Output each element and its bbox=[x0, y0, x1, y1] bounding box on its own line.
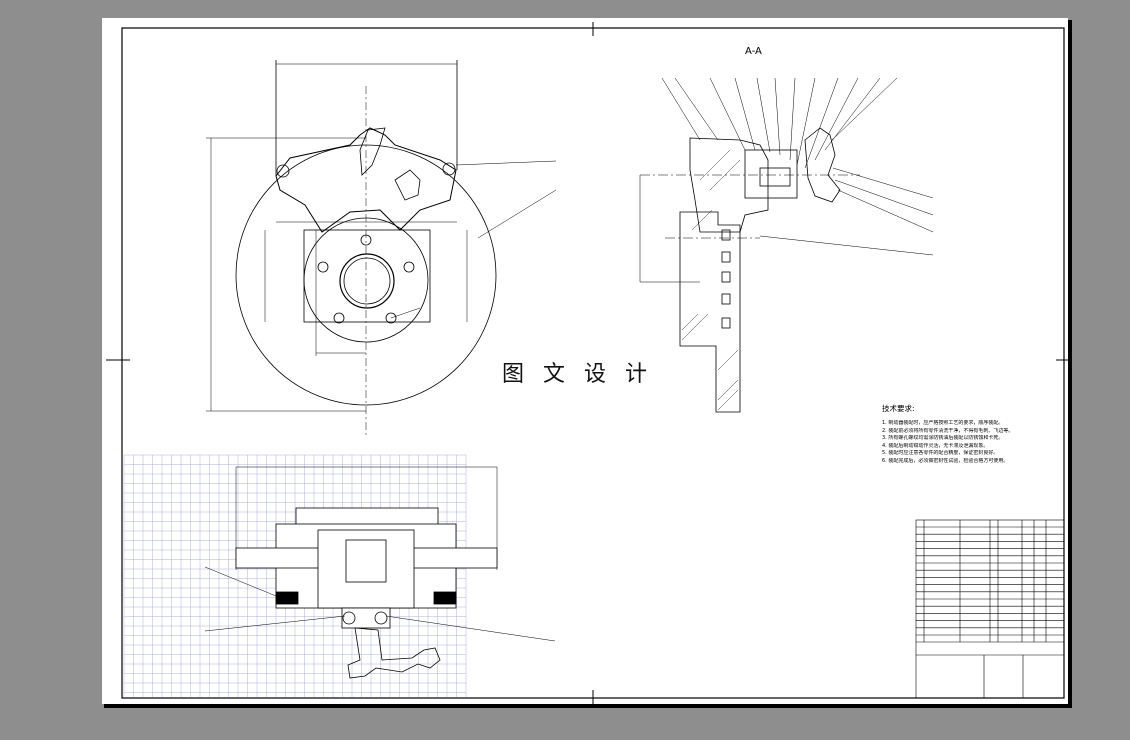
bolt-hole bbox=[385, 312, 397, 324]
piston-housing bbox=[744, 149, 798, 199]
handbrake-arm bbox=[347, 627, 441, 679]
bolt-hole bbox=[317, 261, 329, 273]
caliper-bracket bbox=[804, 127, 841, 203]
caliper-pin bbox=[442, 162, 456, 176]
center-bore bbox=[339, 253, 395, 309]
piston-cylinder bbox=[341, 607, 391, 629]
front-view-brake bbox=[206, 60, 557, 436]
slide-pin-left bbox=[275, 591, 299, 605]
part-number-leaders bbox=[661, 77, 934, 256]
parts-list-table bbox=[915, 519, 1065, 699]
section-label: A-A bbox=[745, 46, 762, 57]
tech-requirement-2: 2. 装配前必须将所有零件清洗干净，不得有毛刺、飞边等。 bbox=[882, 427, 1014, 434]
centering-marks bbox=[106, 22, 1068, 704]
technical-requirements-title: 技术要求: bbox=[882, 404, 915, 413]
bleeder-nut bbox=[342, 611, 356, 625]
adjuster-mechanism bbox=[394, 169, 421, 201]
caliper-body bbox=[275, 127, 457, 233]
watermark: 图 文 设 计 bbox=[498, 354, 657, 390]
caliper-pin bbox=[276, 164, 290, 178]
section-view-a-a bbox=[639, 77, 934, 413]
tech-requirement-3: 3. 所有螺孔螺纹均需涂防锈油后装配以防锈蚀和卡死。 bbox=[882, 435, 1004, 442]
brake-pad-left bbox=[345, 539, 387, 583]
bolt-hole bbox=[333, 312, 345, 324]
center-bore-inner bbox=[343, 257, 391, 305]
technical-requirements: 1. 制动器装配时，应严格按照工艺的要求，顺序装配。 2. 装配前必须将所有零件… bbox=[882, 420, 1013, 466]
section-hatch bbox=[681, 149, 741, 411]
tech-requirement-4: 4. 装配后制动钳动作灵活，无卡滞及泄漏现象。 bbox=[882, 442, 989, 449]
disc-vent-slots bbox=[721, 229, 731, 329]
tech-requirement-5: 5. 装配时应注意各零件的配合精度，保证密封良好。 bbox=[882, 450, 999, 457]
top-view-caliper bbox=[204, 466, 556, 679]
leader-lines-bottom bbox=[204, 566, 556, 642]
handbrake-lever bbox=[359, 127, 386, 176]
tech-requirement-6: 6. 装配完成后，必须做密封性试验，检验合格方可使用。 bbox=[882, 457, 1009, 464]
bleeder-nut bbox=[374, 611, 388, 625]
tech-requirement-1: 1. 制动器装配时，应严格按照工艺的要求，顺序装配。 bbox=[882, 420, 1004, 426]
piston bbox=[759, 167, 791, 187]
bolt-hole bbox=[403, 261, 415, 273]
slide-pin-right bbox=[433, 591, 457, 605]
